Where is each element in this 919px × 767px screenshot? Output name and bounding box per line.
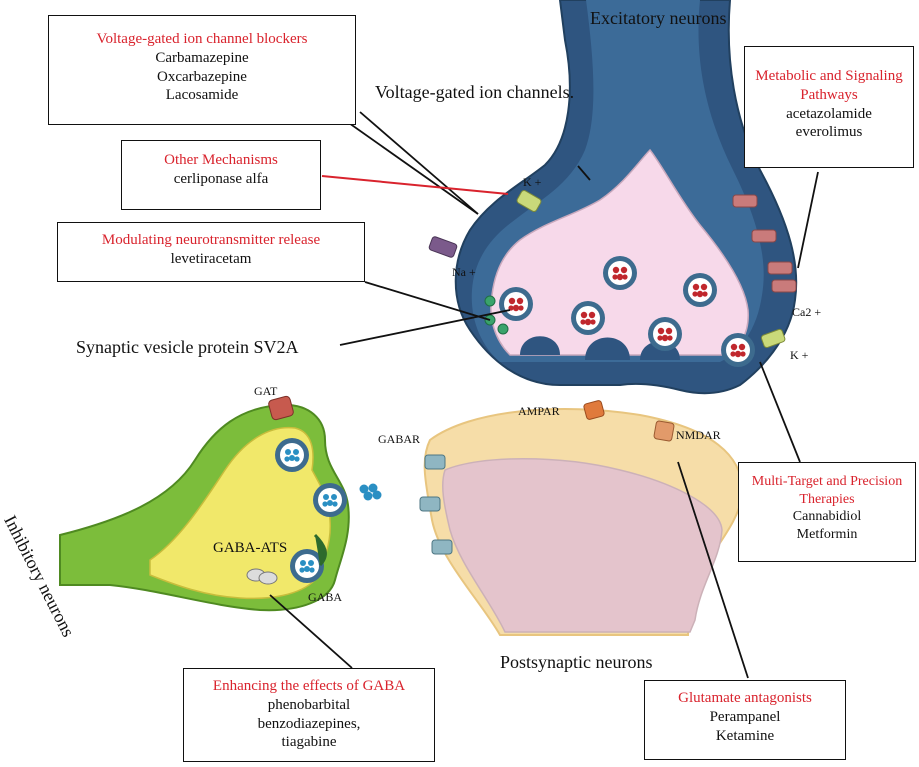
multitarget-heading-line: Therapies [739,491,915,509]
gaba-label: GABA [308,590,342,605]
metabolic-item: everolimus [745,123,913,142]
gaba-enhancers-heading: Enhancing the effects of GABA [184,677,434,696]
glutamate-box: Glutamate antagonists Perampanel Ketamin… [644,680,846,760]
metabolic-box: Metabolic and Signaling Pathways acetazo… [744,46,914,168]
multitarget-heading-line: Multi-Target and Precision [739,473,915,491]
red-connector-line [322,176,508,194]
postsynaptic-label: Postsynaptic neurons [500,652,653,673]
gaba-enhancers-item: phenobarbital [184,696,434,715]
metabolic-heading-line: Pathways [745,86,913,105]
sv2a-label: Synaptic vesicle protein SV2A [76,337,298,358]
vgic-blockers-heading: Voltage-gated ion channel blockers [49,30,355,49]
gaba-enhancers-box: Enhancing the effects of GABA phenobarbi… [183,668,435,762]
modulating-heading: Modulating neurotransmitter release [58,231,364,250]
multitarget-item: Metformin [739,526,915,544]
glutamate-item: Perampanel [645,708,845,727]
vgic-blockers-item: Carbamazepine [49,49,355,68]
vgic-blockers-item: Oxcarbazepine [49,68,355,87]
metabolic-heading-line: Metabolic and Signaling [745,67,913,86]
gabar-label: GABAR [378,432,420,447]
nmdar-label: NMDAR [676,428,721,443]
na-label: Na + [452,265,476,280]
other-mechanisms-heading: Other Mechanisms [122,151,320,170]
vgic-label: Voltage-gated ion channels. [375,82,574,103]
other-mechanisms-item: cerliponase alfa [122,170,320,189]
glutamate-item: Ketamine [645,727,845,746]
gat-label: GAT [254,384,277,399]
vgic-blockers-box: Voltage-gated ion channel blockers Carba… [48,15,356,125]
other-mechanisms-box: Other Mechanisms cerliponase alfa [121,140,321,210]
glutamate-heading: Glutamate antagonists [645,689,845,708]
gaba-enhancers-item: tiagabine [184,733,434,752]
modulating-box: Modulating neurotransmitter release leve… [57,222,365,282]
gaba-ats-label: GABA-ATS [213,540,287,557]
k-top-label: K + [523,175,541,190]
ampar-label: AMPAR [518,404,560,419]
vgic-blockers-item: Lacosamide [49,86,355,105]
modulating-item: levetiracetam [58,250,364,269]
k-right-label: K + [790,348,808,363]
multitarget-item: Cannabidiol [739,508,915,526]
multitarget-box: Multi-Target and Precision Therapies Can… [738,462,916,562]
ca2-label: Ca2 + [792,305,821,320]
metabolic-item: acetazolamide [745,105,913,124]
excitatory-label: Excitatory neurons [590,8,726,29]
gaba-enhancers-item: benzodiazepines, [184,715,434,734]
